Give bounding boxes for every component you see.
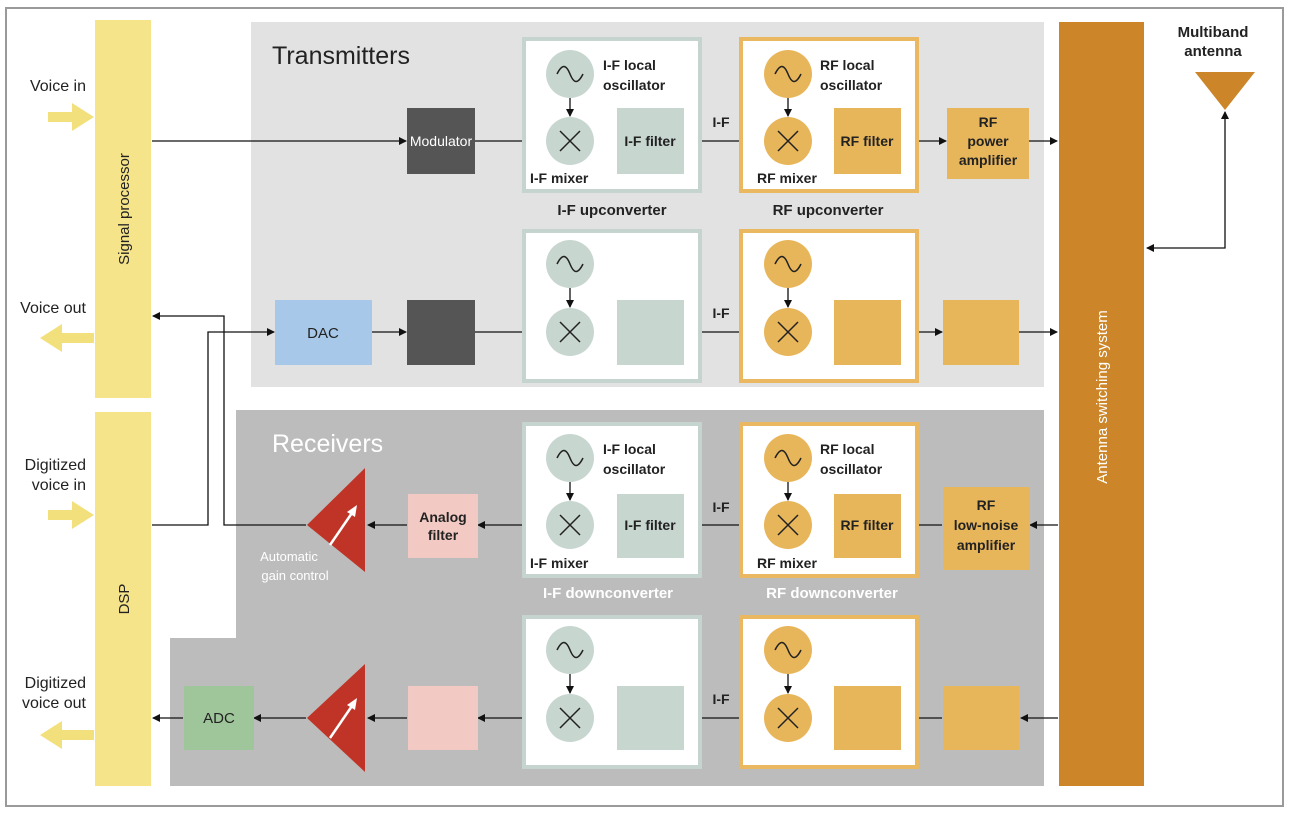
voice-out-arrow (40, 324, 94, 352)
if-upconverter (522, 37, 702, 193)
signal-processor-label: Signal processor (116, 153, 133, 265)
if-upconverter-2 (522, 229, 702, 383)
rf-downconverter (739, 422, 919, 578)
rf-power-amp-label-1: RF (979, 114, 998, 130)
digitized-voice-out-label-1: Digitized (25, 675, 86, 692)
rf-power-amp-label-2: power (967, 133, 1009, 149)
if-downconverter-label: I-F downconverter (543, 585, 673, 602)
if-downconverter (522, 422, 702, 578)
rf-up-mixer-label: RF mixer (757, 170, 817, 186)
antenna-switching-label: Antenna switching system (1094, 310, 1111, 483)
transmitters-title: Transmitters (272, 42, 410, 70)
modulator-block (407, 108, 475, 174)
rf-upconverter (739, 37, 919, 193)
if-up-osc-label-1: I-F local (603, 57, 656, 73)
rf-upconverter-label: RF upconverter (773, 202, 884, 219)
if-upconverter-label: I-F upconverter (557, 202, 666, 219)
analog-filter-label-1: Analog (419, 509, 466, 525)
rf-lna-label-1: RF (977, 497, 996, 513)
dsp-block (95, 412, 151, 786)
adc-block (184, 686, 254, 750)
antenna-link (1146, 111, 1229, 252)
rf-up-osc-label-1: RF local (820, 57, 874, 73)
rf-down-mixer-label: RF mixer (757, 555, 817, 571)
agc-label-1: Automatic (260, 549, 318, 564)
rf-lna-2 (943, 686, 1019, 750)
rf-lna (943, 487, 1030, 570)
agc-arrow-icon (328, 509, 356, 546)
agc-arrow-head-2 (347, 698, 357, 710)
if-down-filter-label: I-F filter (624, 517, 676, 533)
if-down-osc-label-2: oscillator (603, 461, 666, 477)
if-link-label-4: I-F (712, 691, 730, 707)
voice-in-label: Voice in (30, 78, 86, 95)
digitized-voice-out-label-2: voice out (22, 695, 87, 712)
analog-filter-block-2 (408, 686, 478, 750)
rf-downconverter-2 (739, 615, 919, 769)
if-up-osc-label-2: oscillator (603, 77, 666, 93)
digitized-voice-in-label-2: voice in (32, 477, 86, 494)
voice-in-arrow (48, 103, 94, 131)
rf-downconverter-label: RF downconverter (766, 585, 898, 602)
rf-power-amp-label-3: amplifier (959, 152, 1018, 168)
if-down-osc-label-1: I-F local (603, 441, 656, 457)
agc-amplifier (307, 468, 365, 572)
dac-label: DAC (307, 325, 339, 342)
rf-upconverter-2 (739, 229, 919, 383)
signal-processor-block (95, 20, 151, 398)
rf-lna-label-3: amplifier (957, 537, 1016, 553)
if-link-label-2: I-F (712, 305, 730, 321)
rf-up-filter-label: RF filter (841, 133, 894, 149)
rf-down-osc-label-2: oscillator (820, 461, 883, 477)
if-down-mixer-label: I-F mixer (530, 555, 589, 571)
agc-arrow-head (347, 505, 357, 517)
analog-filter-label-2: filter (428, 527, 459, 543)
if-up-filter-label: I-F filter (624, 133, 676, 149)
antenna-label-line1: Multiband (1178, 24, 1249, 41)
rf-down-osc-label-1: RF local (820, 441, 874, 457)
rf-lna-label-2: low-noise (954, 517, 1019, 533)
receivers-title: Receivers (272, 430, 383, 458)
voice-out-label: Voice out (20, 300, 86, 317)
digitized-voice-out-arrow (40, 721, 94, 749)
analog-filter-block (408, 494, 478, 558)
digitized-voice-in-label-1: Digitized (25, 457, 86, 474)
rf-power-amplifier (947, 108, 1029, 179)
rf-down-filter-label: RF filter (841, 517, 894, 533)
if-link-label-3: I-F (712, 499, 730, 515)
dac-block (275, 300, 372, 365)
antenna-label-line2: antenna (1184, 43, 1242, 60)
agc-arrow-icon-2 (328, 702, 356, 739)
agc-amplifier-2 (307, 664, 365, 772)
if-link-label-1: I-F (712, 114, 730, 130)
antenna-icon (1195, 72, 1255, 110)
rf-up-osc-label-2: oscillator (820, 77, 883, 93)
if-downconverter-2 (522, 615, 702, 769)
agc-label-2: gain control (261, 568, 328, 583)
modulator-block-2 (407, 300, 475, 365)
digitized-voice-in-arrow (48, 501, 94, 529)
rf-power-amplifier-2 (943, 300, 1019, 365)
if-up-mixer-label: I-F mixer (530, 170, 589, 186)
dsp-label: DSP (116, 584, 133, 615)
adc-label: ADC (203, 710, 235, 727)
antenna-switching-block (1059, 22, 1144, 786)
modulator-label: Modulator (410, 133, 473, 149)
